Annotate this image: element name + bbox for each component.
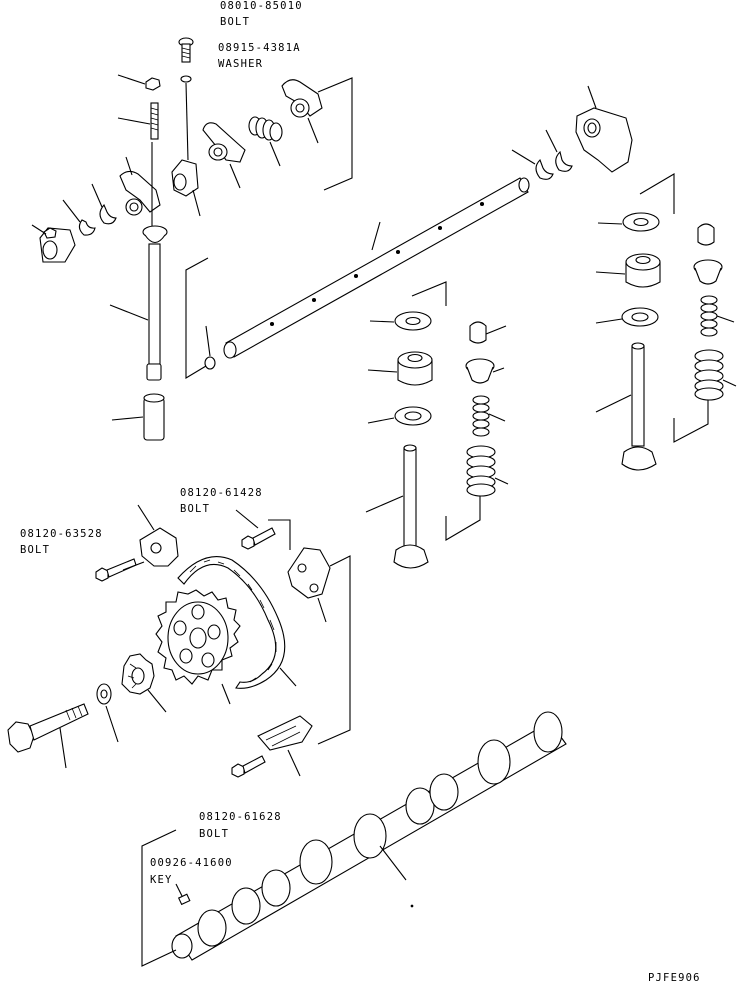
valve-center-bracket-top (411, 281, 447, 306)
bolt-chain-guide-top-part-number: 08120-61428 (180, 487, 263, 499)
shaft-washer-right-part (545, 129, 573, 172)
shaft-group-bracket (185, 257, 209, 379)
bolt-cam-sprocket-part-number: 08120-63528 (20, 528, 103, 540)
rocker-arm-middle-part (202, 122, 246, 189)
valve-cotter-center-part (469, 321, 507, 344)
valve-center-part (365, 444, 429, 569)
rocker-support-center-part (171, 159, 201, 217)
cam-sprocket-part (155, 589, 241, 705)
gear-long-bolt-part (7, 703, 89, 769)
camshaft-bracket (141, 829, 177, 967)
bolt-top-name: BOLT (220, 16, 250, 28)
figure-code: PJFE906 (648, 972, 701, 984)
bolt-top-part (178, 37, 194, 63)
chain-group-bracket (317, 555, 351, 745)
nut-part (117, 74, 161, 91)
timing-chain-part (177, 556, 297, 689)
key-name: KEY (150, 874, 173, 886)
gear-hub-part (121, 653, 167, 713)
chain-guide-plate-part (287, 547, 331, 623)
outer-spring-center-part (466, 445, 509, 497)
washer-leader-line (185, 82, 189, 161)
rocker-arm-right-part (281, 79, 323, 144)
rocker-shaft-part (223, 177, 530, 359)
chain-tensioner-part (137, 504, 179, 567)
gear-washer-part (96, 683, 119, 743)
washer-top-part (180, 75, 192, 83)
camshaft-part (171, 711, 567, 961)
valve-cap-washer-right-part (597, 212, 660, 232)
bolt-chain-guide-top-name: BOLT (180, 503, 210, 515)
valve-cap-washer-center-part (369, 311, 432, 331)
spring-retainer-right-part (693, 259, 723, 285)
key-part-number: 00926-41600 (150, 857, 233, 869)
valve-washer-right-part (595, 307, 659, 327)
valve-right-bracket-top (639, 173, 675, 214)
stray-dot (410, 904, 414, 908)
rocker-arm-left-part (119, 156, 161, 216)
valve-rotator-right-part (595, 253, 661, 288)
bolt-chain-guide-bottom-part-number: 08120-61628 (199, 811, 282, 823)
rocker-support-left-part (31, 224, 76, 263)
pushrod-part (109, 225, 168, 381)
valve-right-bracket-bottom (673, 400, 709, 443)
rocker-group-bracket (317, 77, 353, 191)
bolt-chain-guide-bottom-name: BOLT (199, 828, 229, 840)
key-part (175, 883, 191, 906)
chain-guide-bottom-part (257, 715, 313, 777)
bolt-cam-sprocket-part (95, 558, 145, 582)
chain-guide-bracket-top (268, 519, 291, 550)
bolt-chain-guide-bottom-part (231, 755, 266, 778)
bolt-cam-sprocket-name: BOLT (20, 544, 50, 556)
shaft-clip-right-part (511, 149, 554, 180)
tappet-part (111, 393, 165, 441)
valve-center-bracket-bottom (445, 496, 481, 541)
shaft-plug-part (204, 325, 216, 370)
valve-right-part (595, 342, 657, 471)
bolt-top-part-number: 08010-85010 (220, 0, 303, 12)
washer-top-part-number: 08915-4381A (218, 42, 301, 54)
inner-spring-center-part (472, 395, 506, 437)
valve-cotter-right-part (697, 223, 715, 246)
outer-spring-right-part (694, 349, 737, 401)
rocker-support-right-part (575, 85, 633, 173)
rocker-spring-part (248, 116, 283, 167)
bolt-chain-guide-top-part (235, 509, 276, 550)
inner-spring-right-part (700, 295, 735, 337)
washer-top-name: WASHER (218, 58, 263, 70)
valve-washer-center-part (367, 406, 432, 426)
valve-rotator-center-part (367, 351, 433, 386)
spring-retainer-center-part (465, 358, 505, 384)
adjusting-screw-part (117, 102, 159, 140)
circlip-part (91, 183, 117, 225)
washer-small-part (62, 199, 96, 236)
